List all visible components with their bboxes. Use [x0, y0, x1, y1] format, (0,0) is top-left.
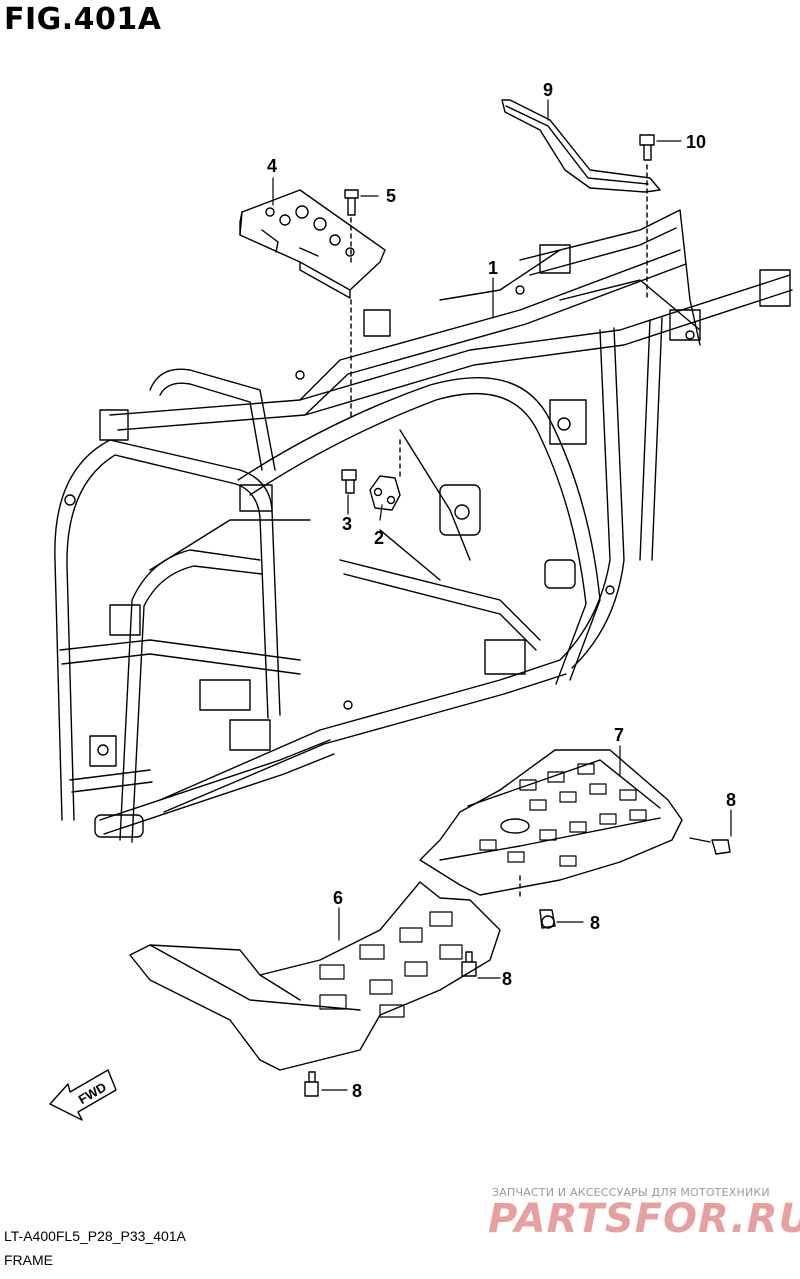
watermark-tagline: ЗАПЧАСТИ И АКСЕССУАРЫ ДЛЯ МОТОТЕХНИКИ: [492, 1186, 770, 1199]
plate-bolt-drawing: [341, 439, 401, 511]
diagram-code: LT-A400FL5_P28_P33_401A: [4, 1228, 186, 1244]
callout-labels: 1 2 3 4 5 6 7 8 8 8 8 9 10: [267, 80, 736, 1101]
skid-bolts-drawing: [304, 837, 731, 1097]
callout-5: 5: [386, 186, 396, 206]
fwd-arrow-icon: FWD: [49, 1069, 117, 1121]
front-skid-plate-drawing: [129, 881, 501, 1071]
callout-9: 9: [543, 80, 553, 100]
callout-8d: 8: [352, 1081, 362, 1101]
diagram-caption: FRAME: [4, 1252, 53, 1268]
callout-10: 10: [686, 132, 706, 152]
callout-7: 7: [614, 725, 624, 745]
cross-member-drawing: [501, 99, 661, 301]
callout-8b: 8: [590, 913, 600, 933]
callout-4: 4: [267, 156, 277, 176]
callout-8a: 8: [726, 790, 736, 810]
callout-2: 2: [374, 528, 384, 548]
callout-6: 6: [333, 888, 343, 908]
rear-skid-plate-drawing: [419, 749, 683, 901]
callout-1: 1: [488, 258, 498, 278]
callout-3: 3: [342, 514, 352, 534]
leader-lines: [272, 99, 732, 1091]
frame-drawing: [54, 209, 793, 843]
callout-8c: 8: [502, 969, 512, 989]
rear-plate-drawing: [239, 189, 386, 421]
watermark-logo: PARTSFOR.RU: [488, 1196, 800, 1242]
figure-title: FIG.401A: [4, 2, 162, 37]
